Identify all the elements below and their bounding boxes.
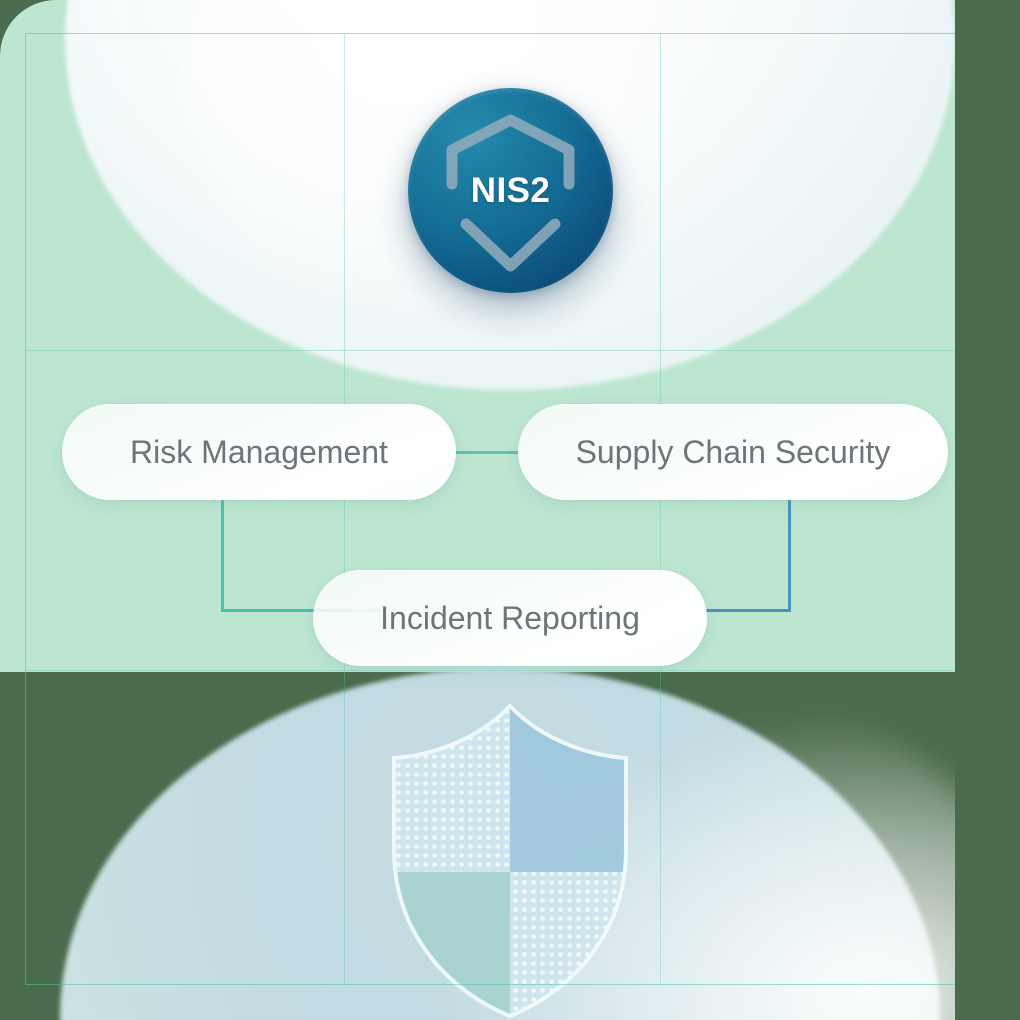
shield-icon xyxy=(446,114,575,272)
panel-lower-mask xyxy=(0,672,955,1020)
node-risk-management-label: Risk Management xyxy=(130,433,388,470)
guide-line-horizontal-top xyxy=(25,350,955,351)
node-incident-reporting-label: Incident Reporting xyxy=(380,599,640,636)
guide-line-horizontal-bottom xyxy=(25,670,955,671)
node-incident-reporting[interactable]: Incident Reporting xyxy=(313,570,707,666)
connector-risk-to-supply xyxy=(456,451,518,454)
panel-background: NIS2 Risk Management Supply Chain Securi… xyxy=(0,0,955,1020)
node-supply-chain-security[interactable]: Supply Chain Security xyxy=(518,404,948,500)
nis2-badge-label: NIS2 xyxy=(470,170,551,210)
node-supply-chain-security-label: Supply Chain Security xyxy=(575,433,891,470)
node-risk-management[interactable]: Risk Management xyxy=(62,404,456,500)
nis2-badge[interactable]: NIS2 xyxy=(408,88,613,293)
connector-risk-to-incident-vertical xyxy=(221,500,224,612)
connector-supply-to-incident-vertical xyxy=(788,500,791,612)
